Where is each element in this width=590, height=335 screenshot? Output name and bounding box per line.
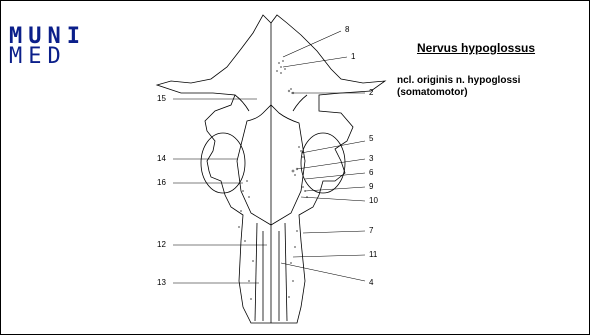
label-3: 3: [369, 154, 374, 163]
label-8: 8: [345, 25, 350, 34]
label-1: 1: [351, 52, 356, 61]
label-10: 10: [369, 196, 378, 205]
label-13: 13: [157, 278, 166, 287]
label-5: 5: [369, 134, 374, 143]
label-15: 15: [157, 94, 166, 103]
label-4: 4: [369, 278, 374, 287]
label-9: 9: [369, 182, 374, 191]
diagram-labels: 8 1 2 5 3 6 9 10 7 11 4 15 14 16 12 13: [157, 25, 378, 287]
label-2: 2: [369, 88, 374, 97]
label-12: 12: [157, 240, 166, 249]
label-6: 6: [369, 168, 374, 177]
label-14: 14: [157, 154, 166, 163]
label-7: 7: [369, 226, 374, 235]
label-11: 11: [369, 250, 378, 259]
nucleus-stipple: [238, 60, 308, 300]
label-16: 16: [157, 178, 166, 187]
brainstem-outline: [157, 15, 385, 323]
